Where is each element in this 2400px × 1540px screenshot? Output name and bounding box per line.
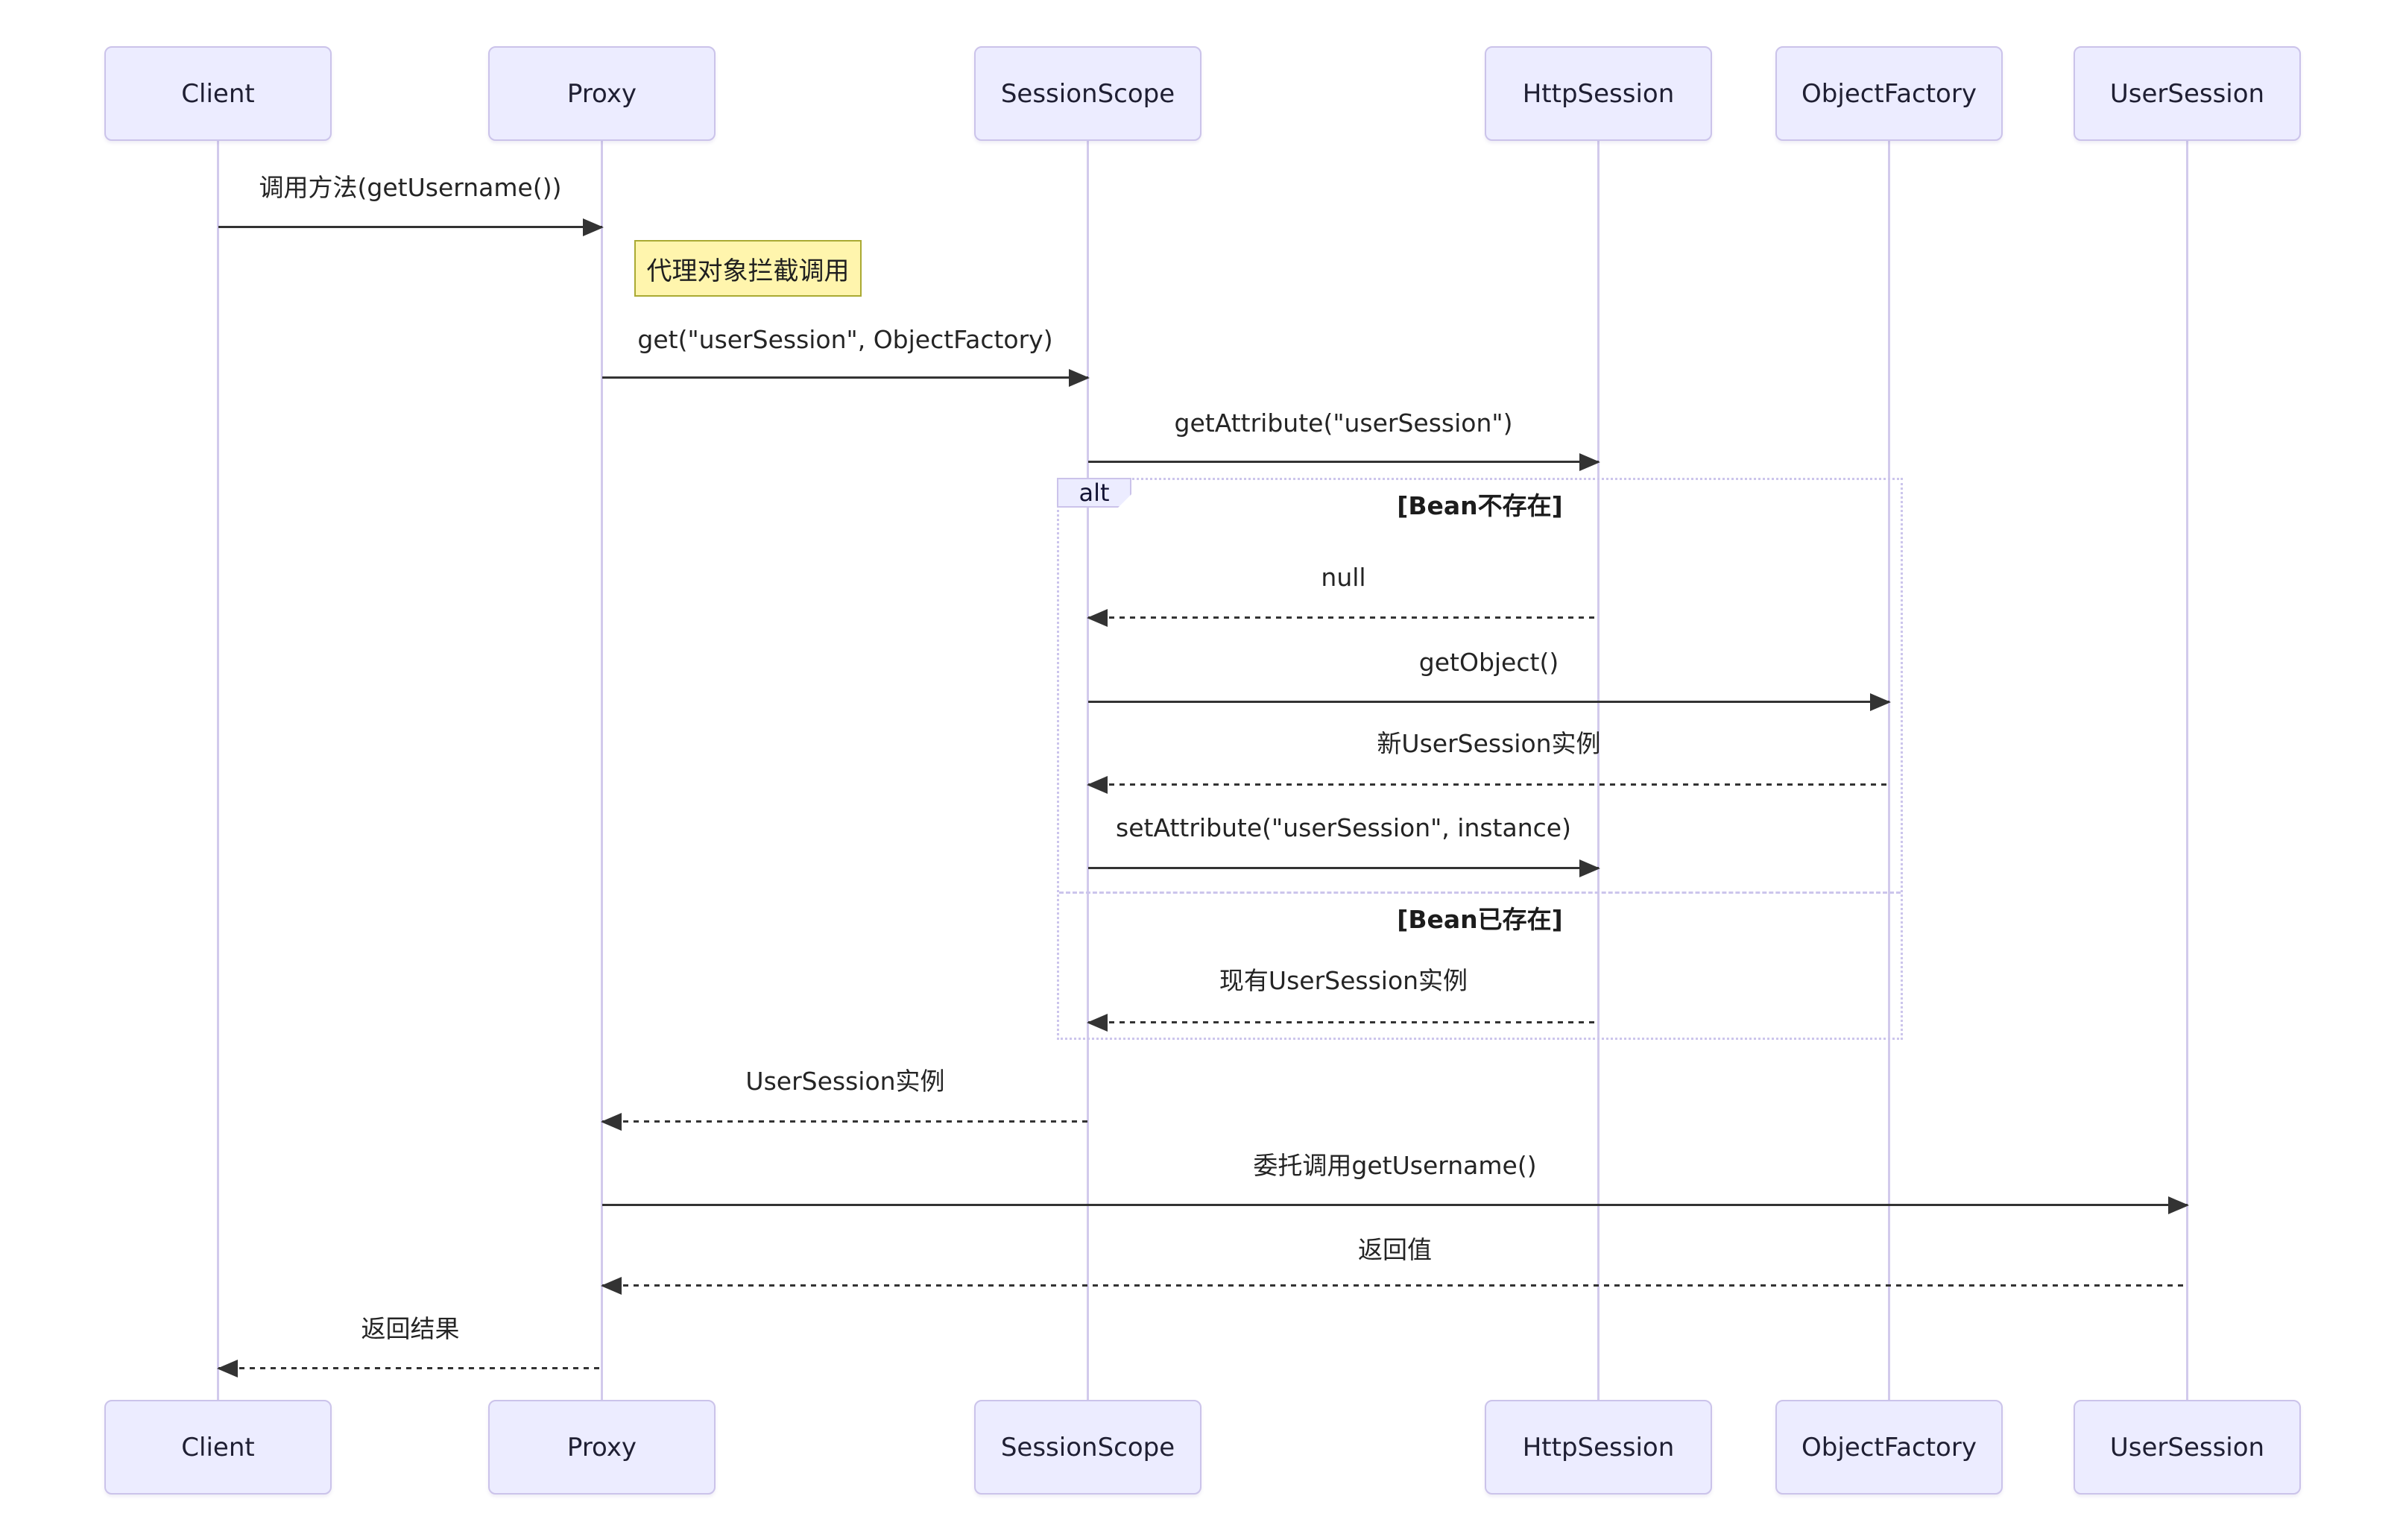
actor-label: HttpSession [1522,1432,1675,1462]
lifeline-usersession [2186,141,2188,1400]
message-label: get("userSession", ObjectFactory) [637,325,1053,354]
actor-top-client: Client [104,46,332,141]
lifeline-client [217,141,219,1400]
arrowhead-right-icon [2168,1196,2189,1214]
message-line [602,1120,1088,1123]
alt-condition-1: [Bean不存在] [1397,491,1563,520]
message-line [1088,783,1889,786]
actor-bottom-httpsession: HttpSession [1485,1400,1712,1495]
message-line [218,1367,602,1369]
message-label: UserSession实例 [745,1067,945,1096]
alt-operator-label: alt [1057,478,1131,508]
message-line [602,1284,2188,1287]
message-label: 新UserSession实例 [1377,729,1601,758]
arrowhead-right-icon [1579,453,1600,471]
actor-label: Client [181,78,255,109]
actor-top-sessionscope: SessionScope [974,46,1201,141]
message-usersession-instance-return: UserSession实例 [601,1067,1088,1131]
actor-bottom-sessionscope: SessionScope [974,1400,1201,1495]
arrowhead-left-icon [1087,1014,1108,1032]
message-line [1088,1021,1599,1023]
message-get-usersession: get("userSession", ObjectFactory) [602,325,1090,387]
message-existing-usersession-instance: 现有UserSession实例 [1087,966,1599,1032]
message-line [1088,701,1889,703]
message-label: getObject() [1418,648,1559,677]
arrowhead-right-icon [1069,369,1090,387]
arrowhead-right-icon [583,218,604,236]
actor-label: UserSession [2109,1432,2265,1462]
message-return-result: 返回结果 [217,1314,602,1378]
actor-label: HttpSession [1522,78,1675,109]
arrowhead-right-icon [1579,859,1600,877]
message-label: setAttribute("userSession", instance) [1116,813,1571,842]
actor-label: Proxy [566,1432,637,1462]
message-label: getAttribute("userSession") [1174,408,1513,438]
message-line [218,226,602,228]
message-line [602,1204,2188,1206]
message-label: 委托调用getUsername() [1253,1151,1537,1180]
actor-label: UserSession [2109,78,2265,109]
message-getattribute: getAttribute("userSession") [1088,408,1600,471]
actor-bottom-usersession: UserSession [2074,1400,2301,1495]
message-call-getusername: 调用方法(getUsername()) [218,173,604,236]
note-text: 代理对象拦截调用 [646,256,850,286]
message-line [1088,616,1599,619]
actor-label: SessionScope [1000,78,1175,109]
actor-label: Proxy [566,78,637,109]
alt-operator-text: alt [1079,479,1110,507]
message-line [1088,461,1599,463]
note-proxy-intercept: 代理对象拦截调用 [634,240,862,297]
actor-bottom-client: Client [104,1400,332,1495]
message-label: 现有UserSession实例 [1219,966,1468,995]
actor-bottom-proxy: Proxy [488,1400,716,1495]
message-label: 调用方法(getUsername()) [259,173,562,202]
message-new-usersession-instance: 新UserSession实例 [1087,729,1889,794]
actor-top-usersession: UserSession [2074,46,2301,141]
message-setattribute: setAttribute("userSession", instance) [1088,813,1600,877]
message-getobject: getObject() [1088,648,1891,711]
lifeline-proxy [601,141,603,1400]
message-label: 返回值 [1358,1235,1432,1264]
actor-top-proxy: Proxy [488,46,716,141]
arrowhead-right-icon [1870,693,1891,711]
message-label: 返回结果 [361,1314,460,1343]
arrowhead-left-icon [601,1113,622,1131]
actor-label: ObjectFactory [1801,78,1977,109]
message-null-return: null [1087,563,1599,627]
actor-top-httpsession: HttpSession [1485,46,1712,141]
message-line [602,376,1088,379]
lifeline-sessionscope [1087,141,1089,1400]
message-return-value: 返回值 [601,1235,2188,1295]
arrowhead-left-icon [601,1277,622,1295]
actor-bottom-objectfactory: ObjectFactory [1775,1400,2003,1495]
actor-top-objectfactory: ObjectFactory [1775,46,2003,141]
alt-divider [1059,892,1901,894]
alt-condition-2: [Bean已存在] [1397,905,1563,934]
actor-label: Client [181,1432,255,1462]
message-delegate-getusername: 委托调用getUsername() [602,1151,2189,1214]
actor-label: SessionScope [1000,1432,1175,1462]
arrowhead-left-icon [217,1360,238,1378]
lifeline-objectfactory [1888,141,1890,1400]
actor-label: ObjectFactory [1801,1432,1977,1462]
message-line [1088,867,1599,869]
message-label: null [1321,563,1366,592]
alt-frame: alt [Bean不存在] [Bean已存在] [1057,478,1903,1040]
arrowhead-left-icon [1087,609,1108,627]
arrowhead-left-icon [1087,776,1108,794]
lifeline-httpsession [1597,141,1600,1400]
